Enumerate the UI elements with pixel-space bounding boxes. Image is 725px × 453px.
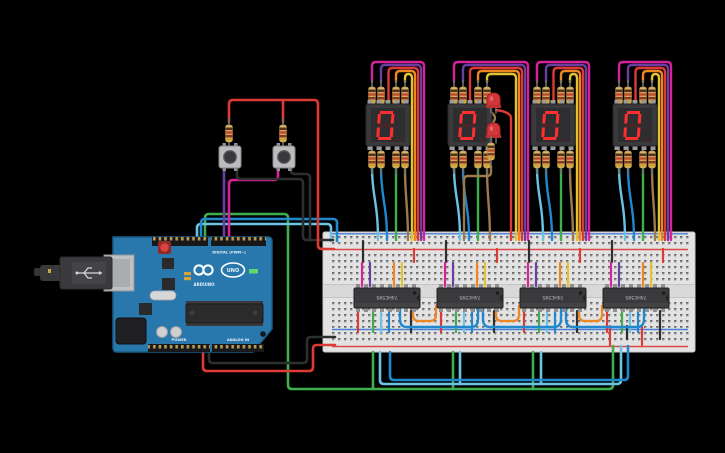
- uno-badge: UNO: [220, 262, 246, 278]
- shift-register-4[interactable]: 74HC595: [602, 283, 670, 313]
- arduino-board[interactable]: DIGITAL (PWM~) POWER ANALOG IN ARDUINO U…: [103, 236, 273, 353]
- arduino-brand-label: ARDUINO: [194, 282, 216, 287]
- digital-header-label: DIGITAL (PWM~): [212, 251, 246, 255]
- wire-bundle-display2-top[interactable]: [452, 60, 530, 242]
- ic-label: 74HC595: [459, 294, 480, 300]
- shift-register-2[interactable]: 74HC595: [436, 283, 504, 313]
- arduino-logo-icon: [193, 264, 214, 276]
- usb-trident-icon: [75, 267, 103, 279]
- capacitor: [156, 326, 168, 338]
- push-button-1[interactable]: [218, 142, 242, 172]
- wire-blue-data-bus[interactable]: [199, 217, 630, 382]
- ic-label: 74HC595: [542, 294, 563, 300]
- tx-led: [184, 272, 191, 276]
- atmega-chip: [185, 303, 264, 324]
- wire-blue-daisy-chain[interactable]: [398, 304, 646, 329]
- ic-label: 74HC595: [376, 294, 397, 300]
- wire-orange-daisy-chain[interactable]: [411, 304, 604, 323]
- wire-brown-led-return[interactable]: [462, 164, 493, 242]
- power-jack: [115, 317, 147, 345]
- uno-model-label: UNO: [227, 268, 240, 274]
- push-button-2[interactable]: [272, 142, 296, 172]
- analog-header-label: ANALOG IN: [227, 338, 249, 342]
- reset-button[interactable]: [158, 241, 171, 254]
- wire-black-button1[interactable]: [235, 166, 335, 242]
- wire-red-led[interactable]: [494, 108, 513, 242]
- crystal: [149, 290, 177, 301]
- shift-register-1[interactable]: 74HC595: [353, 283, 421, 313]
- shift-register-3[interactable]: 74HC595: [519, 283, 587, 313]
- rx-led: [184, 277, 191, 281]
- wire-cyan-latch-bus[interactable]: [195, 222, 623, 386]
- power-header-label: POWER: [172, 338, 187, 342]
- wire-black-gnd[interactable]: [207, 335, 337, 365]
- wire-red-5v[interactable]: [201, 343, 337, 373]
- ic-label: 74HC595: [625, 294, 646, 300]
- usb-plug[interactable]: [34, 256, 113, 290]
- capacitor: [170, 326, 182, 338]
- wire-black-button2[interactable]: [289, 166, 312, 242]
- on-led: [249, 269, 258, 274]
